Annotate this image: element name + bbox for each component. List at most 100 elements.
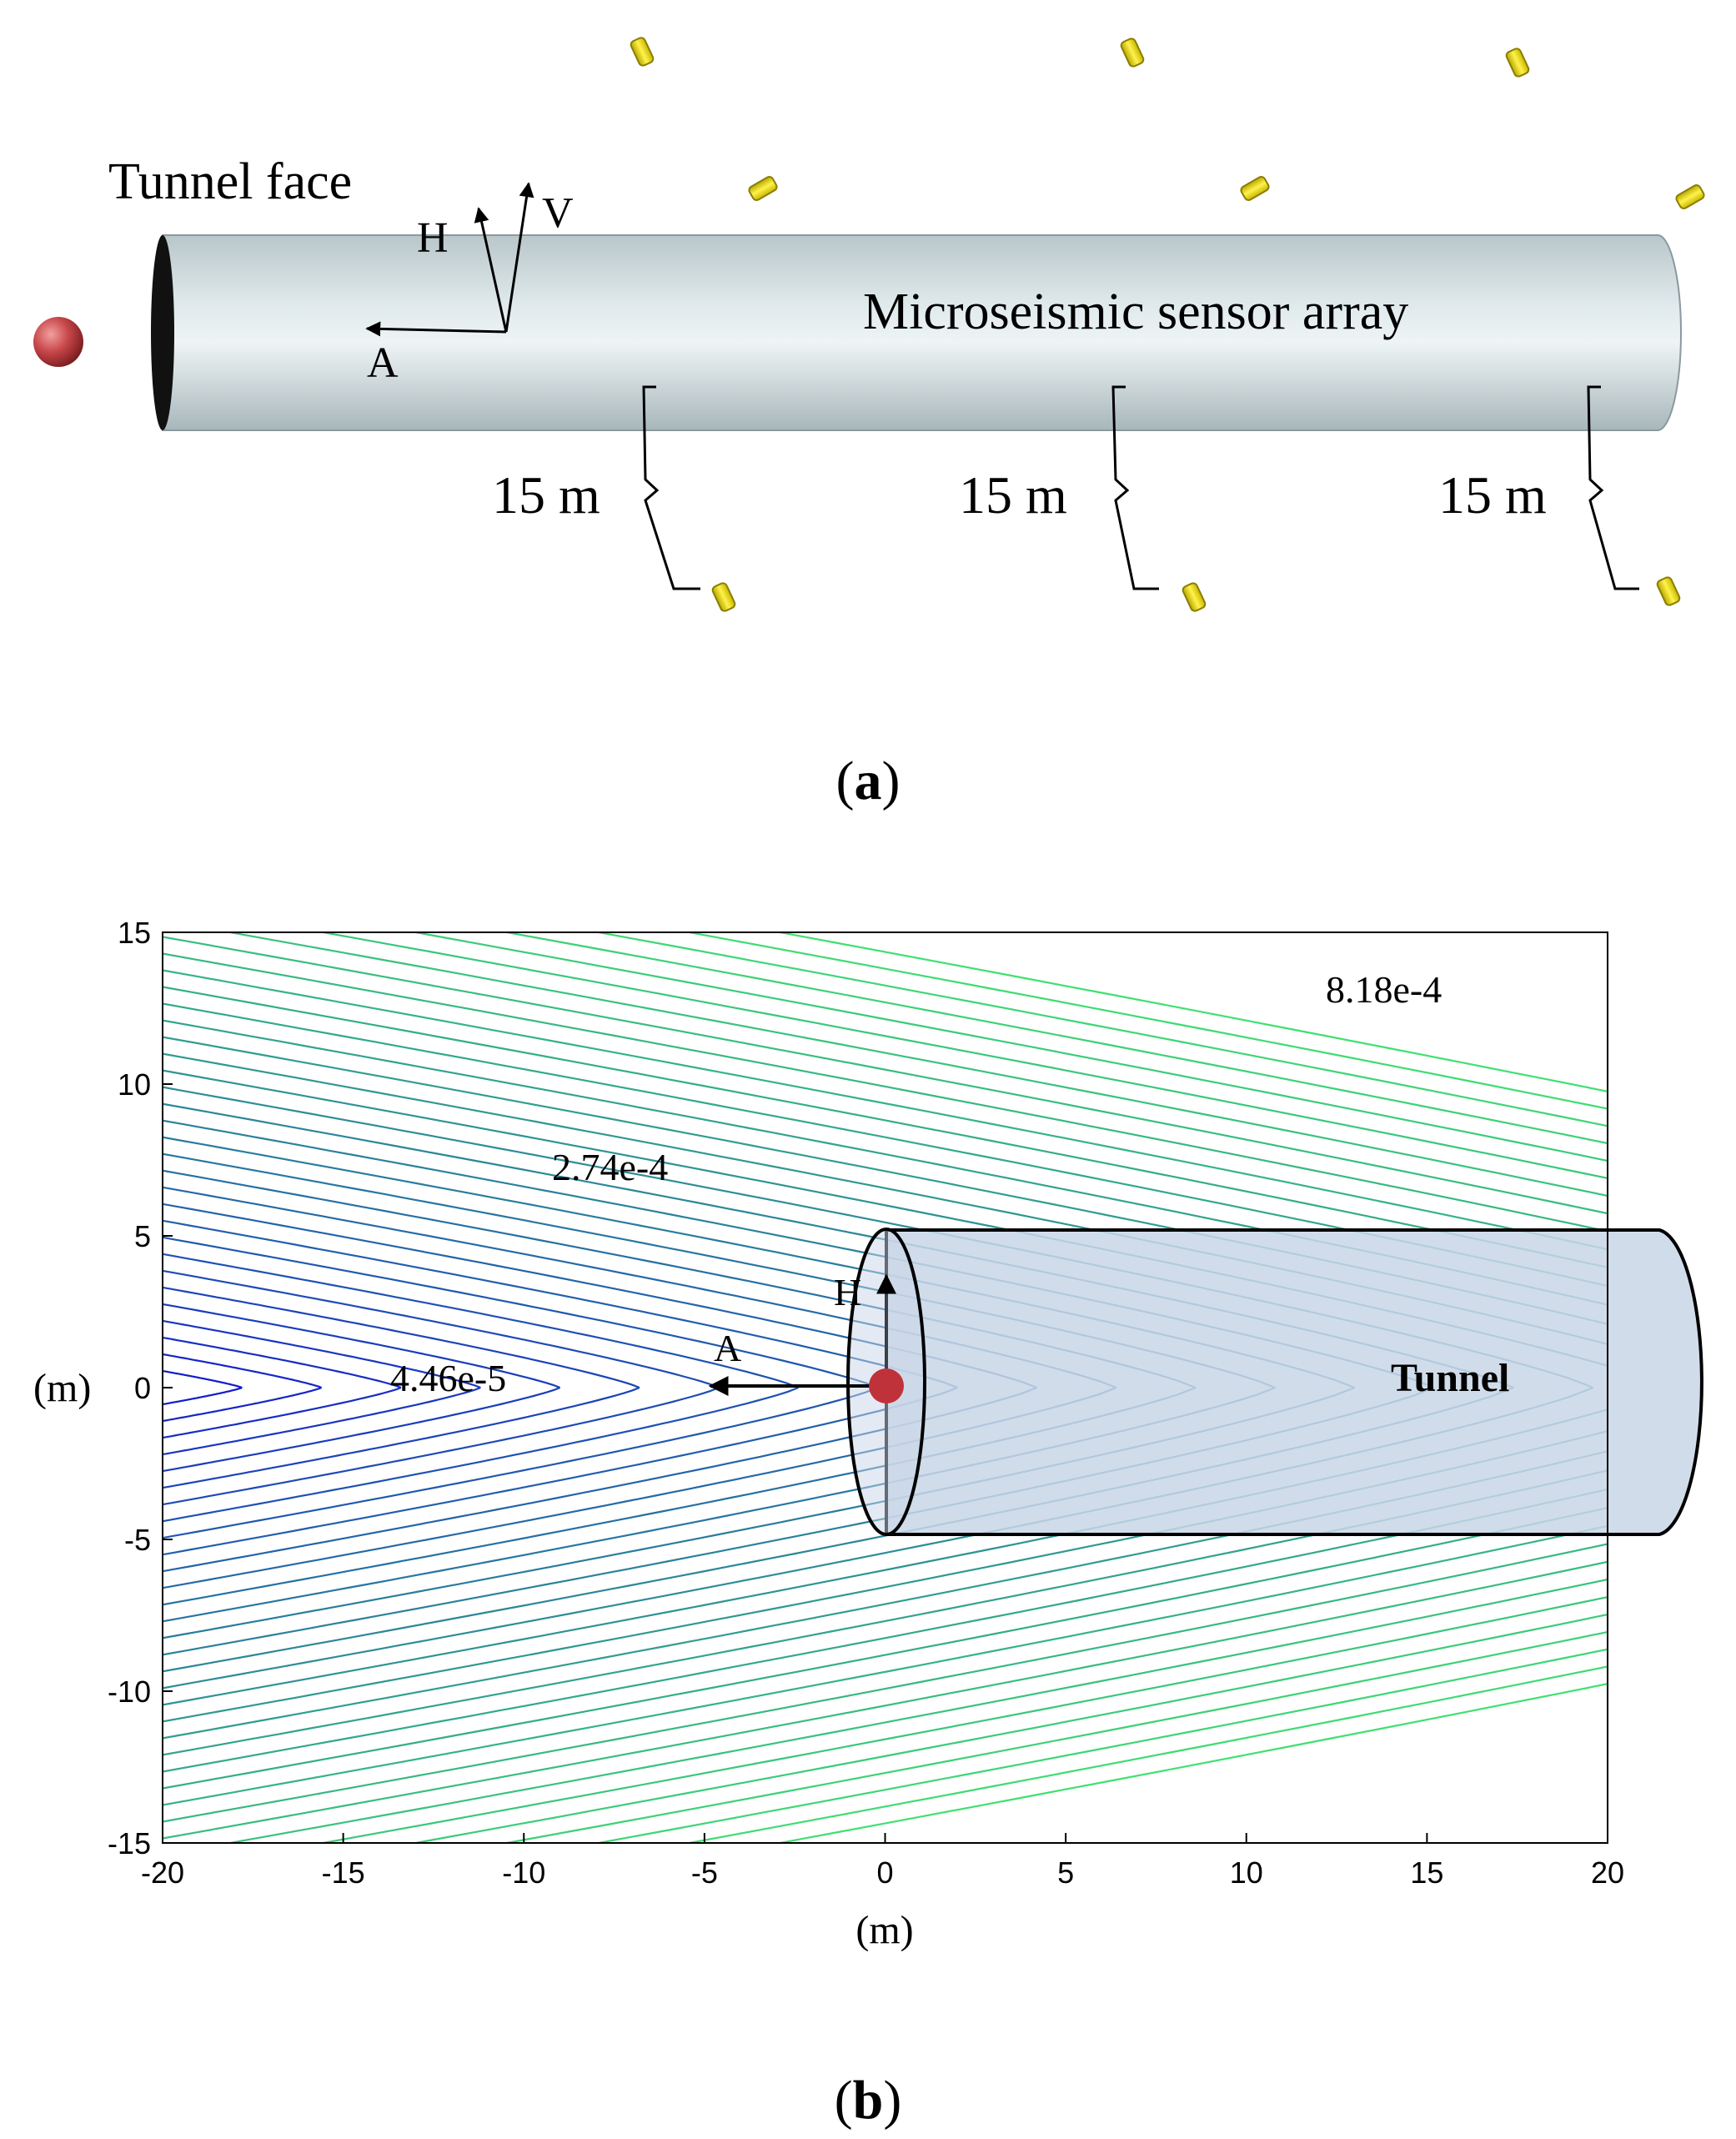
contour-line: [163, 1386, 720, 1506]
sensor: [1505, 48, 1530, 78]
contour-label: 8.18e-4: [1326, 968, 1442, 1011]
caption-b: (b): [835, 2070, 902, 2131]
y-tick-label: 15: [118, 916, 151, 950]
a-label: A: [714, 1327, 741, 1369]
sensor: [1182, 582, 1207, 612]
contour-line: [163, 1386, 402, 1439]
contour-line: [163, 1386, 799, 1523]
contour-line: [410, 1613, 1608, 1843]
sensor: [630, 37, 655, 67]
contour-line: [163, 1488, 1608, 1773]
y-tick-label: 5: [134, 1219, 151, 1253]
sensor: [711, 582, 736, 612]
contour-line: [163, 1219, 958, 1389]
sensor: [748, 176, 778, 201]
contour-line: [410, 932, 1608, 1162]
x-tick-label: -15: [322, 1855, 365, 1890]
contour-label: 4.46e-5: [390, 1357, 506, 1399]
y-tick-labels: 15 10 5 0 -5 -10 -15: [108, 916, 173, 1860]
contour-line: [684, 932, 1608, 1110]
contour-line: [163, 1353, 322, 1389]
x-tick-label: 5: [1057, 1855, 1074, 1890]
contour-line: [163, 1336, 402, 1389]
y-tick-label: 10: [118, 1067, 151, 1102]
contour-line: [163, 1524, 1608, 1806]
contour-line: [163, 1560, 1608, 1840]
spacing-label: 15 m: [959, 465, 1067, 525]
source-point: [869, 1368, 904, 1403]
contour-line: [684, 1665, 1608, 1843]
y-tick-label: -15: [108, 1826, 151, 1860]
contour-line: [163, 1303, 560, 1389]
contour-line: [502, 1630, 1608, 1843]
contour-line: [163, 1002, 1608, 1288]
a-arrow: [365, 321, 507, 337]
contour-line: [163, 952, 1608, 1233]
x-tick-label: 20: [1591, 1855, 1624, 1890]
panel-a: Tunnel face H V A Microseismic sensor ar…: [33, 37, 1705, 811]
y-tick-label: -10: [108, 1675, 151, 1709]
x-tick-label: 15: [1410, 1855, 1443, 1890]
h-label: H: [834, 1271, 861, 1313]
contour-line: [163, 1386, 560, 1473]
v-arrow: [504, 182, 534, 333]
contour-line: [163, 1019, 1608, 1306]
a-label: A: [367, 339, 399, 387]
array-label: Microseismic sensor array: [863, 284, 1408, 340]
sensor: [1656, 576, 1681, 606]
spacing-label: 15 m: [1438, 465, 1547, 525]
contour-line: [163, 1319, 481, 1389]
contour-line: [775, 1683, 1608, 1843]
contour-line: [163, 986, 1608, 1269]
contour-line: [163, 1386, 243, 1406]
sensor: [1675, 184, 1705, 209]
h-label: H: [417, 214, 449, 262]
contour-line: [224, 1578, 1608, 1843]
contour-line: [163, 1386, 481, 1456]
contour-line: [593, 932, 1608, 1127]
x-tick-label: -5: [691, 1855, 718, 1890]
contour-line: [775, 932, 1608, 1092]
sensor: [1240, 176, 1270, 201]
spacing-label: 15 m: [492, 465, 600, 525]
tunnel-plan: [846, 1228, 1703, 1536]
contour-line: [502, 932, 1608, 1145]
contour-line: [163, 1236, 879, 1389]
contour-line: [163, 1506, 1608, 1790]
contour-line: [163, 1369, 243, 1389]
contour-line: [593, 1648, 1608, 1843]
x-tick-label: -20: [141, 1855, 184, 1890]
tunnel-label: Tunnel: [1391, 1356, 1509, 1400]
x-axis-title: (m): [855, 1908, 913, 1952]
y-tick-label: 0: [134, 1371, 151, 1405]
sensors: [630, 37, 1705, 612]
contour-line: [163, 1469, 1608, 1756]
spacing-brackets: [642, 385, 1639, 590]
contour-line: [163, 1286, 640, 1389]
contour-line: [224, 932, 1608, 1198]
y-axis-title: (m): [33, 1366, 91, 1410]
y-tick-label: -5: [124, 1523, 151, 1557]
contour-label: 2.74e-4: [552, 1146, 668, 1188]
caption-a: (a): [836, 751, 901, 811]
axes-hva: [365, 182, 534, 337]
contour-line: [163, 969, 1608, 1251]
h-arrow: [474, 207, 508, 333]
contour-line: [163, 1386, 958, 1556]
contour-line: [163, 1386, 879, 1539]
x-tick-label: 0: [876, 1855, 893, 1890]
contour-line: [163, 1386, 322, 1423]
seismic-source-ball: [33, 317, 83, 367]
tunnel-3d: [151, 234, 1682, 431]
contour-line: [163, 1386, 640, 1489]
contour-line: [163, 1253, 799, 1389]
x-tick-label: 10: [1230, 1855, 1263, 1890]
contour-line: [318, 932, 1608, 1179]
sensor: [1120, 38, 1145, 68]
v-label: V: [542, 189, 574, 237]
plan-axes: [708, 1273, 896, 1396]
contour-line: [163, 1543, 1608, 1823]
